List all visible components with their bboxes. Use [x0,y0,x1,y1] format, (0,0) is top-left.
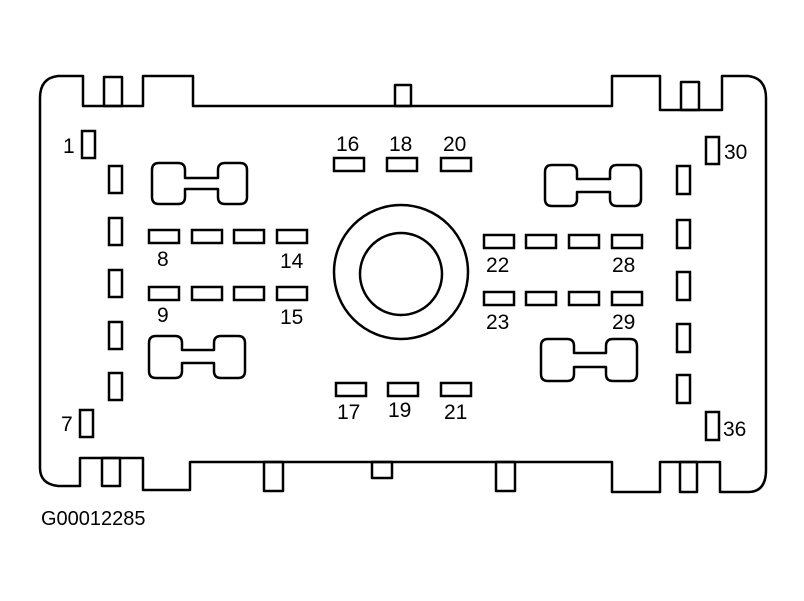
guide-slot-bottom-right [539,337,639,383]
pin-label-30: 30 [724,141,747,164]
bottom-left-latch-tab [100,456,122,488]
pin-cavity-13 [232,285,266,302]
pin-label-29: 29 [612,311,635,334]
pin-cavity-16 [332,156,366,173]
pin-cavity-14 [275,228,309,245]
pin-cavity-17 [334,381,368,398]
pin-label-7: 7 [61,413,73,436]
pin-cavity-31 [675,164,692,196]
center-boss-inner [358,231,444,317]
pin-label-28: 28 [612,254,635,277]
pin-label-14: 14 [280,250,304,273]
pin-cavity-21 [439,381,473,398]
terminal-cavities [78,129,721,442]
guide-slot-top-left [150,161,249,206]
pin-label-16: 16 [336,133,359,156]
pin-label-8: 8 [157,248,169,271]
top-center-key-tab [393,83,413,108]
pin-cavity-5 [107,320,124,351]
connector-housing-outline [38,74,768,494]
pin-cavity-8 [147,228,181,245]
pin-label-20: 20 [443,133,466,156]
pin-cavity-18 [385,156,419,173]
pin-cavity-32 [675,218,692,250]
pin-cavity-24 [524,233,558,250]
pin-cavity-23 [482,290,516,307]
pin-cavity-3 [107,216,124,247]
guide-slot-bottom-left [147,334,247,380]
bottom-key-tab-1 [262,460,285,493]
top-left-latch-tab [102,75,124,108]
pin-cavity-29 [610,290,644,307]
pin-label-15: 15 [280,306,303,329]
pin-cavity-2 [107,164,124,195]
pin-cavity-34 [675,322,692,354]
pin-cavity-15 [275,285,309,302]
pin-cavity-7 [78,408,95,439]
top-right-latch-tab [679,80,701,112]
pin-cavity-22 [482,233,516,250]
guide-slot-top-right [543,163,643,208]
pin-cavity-6 [107,371,124,402]
pin-cavity-36 [704,410,721,442]
pin-label-22: 22 [486,254,509,277]
pin-cavity-10 [190,228,224,245]
pin-cavity-11 [190,285,224,302]
pin-cavity-19 [386,381,420,398]
pin-cavity-1 [80,129,97,160]
figure-caption: G00012285 [41,508,146,530]
pin-cavity-25 [524,290,558,307]
pin-cavity-12 [232,228,266,245]
bottom-right-latch-tab [678,460,699,494]
pin-cavity-27 [567,290,601,307]
pin-label-36: 36 [723,418,746,441]
pin-cavity-26 [567,233,601,250]
pin-label-1: 1 [63,135,75,158]
pin-cavity-4 [107,268,124,299]
pin-labels: 1 7 8 9 14 15 16 18 20 17 19 21 22 23 28… [61,133,747,441]
pin-label-21: 21 [444,401,467,424]
pin-cavity-35 [675,373,692,405]
pin-cavity-28 [610,233,644,250]
bottom-key-tab-3 [494,460,517,493]
bottom-key-tab-2 [370,460,394,480]
pin-label-18: 18 [389,133,412,156]
pin-cavity-33 [675,270,692,302]
pin-cavity-30 [704,135,721,166]
pin-cavity-9 [147,285,181,302]
pin-label-9: 9 [157,304,169,327]
center-boss-outer [332,203,470,341]
pin-cavity-20 [439,156,473,173]
pin-label-17: 17 [337,401,360,424]
pin-label-23: 23 [486,311,509,334]
pin-label-19: 19 [388,399,411,422]
